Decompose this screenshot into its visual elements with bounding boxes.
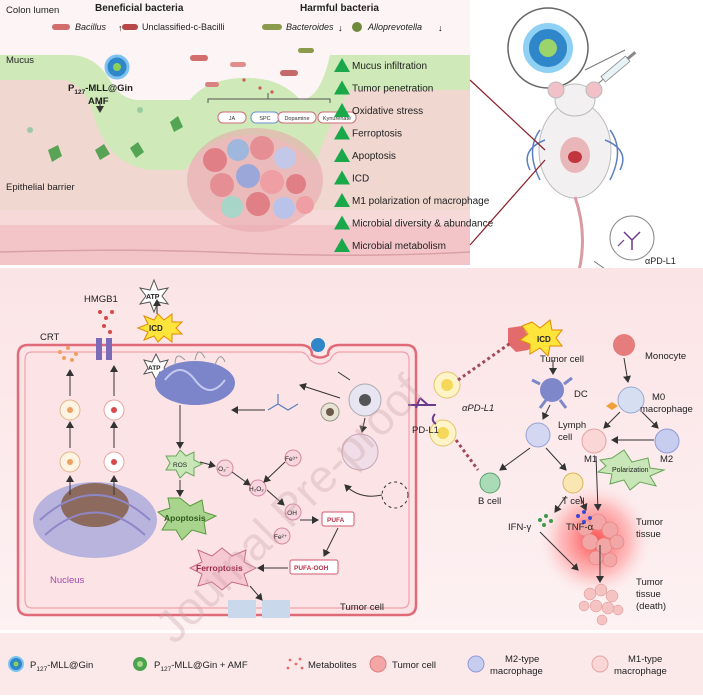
- metabolite-label: SPC: [259, 116, 270, 122]
- metabolite-label: Dopamine: [284, 116, 309, 122]
- syringe-icon: [591, 51, 637, 90]
- nucleus-label: Nucleus: [50, 575, 85, 586]
- atp-inner-label: ATP: [148, 365, 161, 372]
- t-cell-label: T cell: [562, 496, 585, 507]
- legend: [0, 633, 703, 695]
- legend-item-4: Tumor cell: [392, 660, 436, 671]
- m2-label: M2: [660, 454, 673, 465]
- bacteria-icons: ↑ ↓ ↓: [52, 22, 443, 33]
- lumen-bacteria: [190, 48, 314, 94]
- unclassified-label: Unclassified-c-Bacilli: [142, 22, 225, 32]
- ifn-label: IFN-γ: [508, 522, 531, 533]
- monocyte-label: Monocyte: [645, 351, 686, 362]
- ros-label: ROS: [173, 462, 188, 469]
- tnf-label: TNF-α: [566, 522, 594, 533]
- nanoparticle-label: P127-MLL@Gin: [68, 83, 133, 96]
- ferroptosis-label: Ferroptosis: [196, 563, 243, 573]
- mucus-label: Mucus: [6, 55, 34, 66]
- immune-panel: [408, 319, 680, 626]
- colon-lumen-label: Colon lumen: [6, 5, 59, 16]
- icd-immune-label: ICD: [537, 335, 551, 344]
- apdl1-immune-label: αPD-L1: [462, 403, 494, 414]
- effect-item: Mucus infiltration: [352, 61, 427, 72]
- m1-label: M1: [584, 454, 597, 465]
- dc-label: DC: [574, 389, 588, 400]
- amf-label: AMF: [88, 96, 109, 107]
- metabolite-pill: [277, 111, 317, 124]
- pufa-ooh-label: PUFA-OOH: [294, 565, 329, 572]
- svg-text:↓: ↓: [438, 23, 443, 33]
- effect-item: Tumor penetration: [352, 84, 433, 95]
- apoptosis-cell-label: Apoptosis: [164, 513, 206, 523]
- svg-text:↓: ↓: [338, 23, 343, 33]
- fe2-label: Fe²⁺: [274, 534, 288, 541]
- nanoparticle-icon: [104, 54, 130, 80]
- effect-item: Microbial metabolism: [352, 241, 446, 252]
- tumor-cluster: [187, 128, 323, 232]
- superoxide-label: ·O₂⁻: [216, 466, 230, 473]
- apdl1-mouse-label: αPD-L1: [645, 256, 676, 266]
- effect-item: M1 polarization of macrophage: [352, 196, 490, 207]
- legend-item-1: P127-MLL@Gin: [30, 660, 93, 673]
- b-cell-label: B cell: [478, 496, 501, 507]
- legend-item-2: P127-MLL@Gin + AMF: [154, 660, 248, 673]
- bacillus-label: Bacillus: [75, 22, 107, 32]
- effect-item: Ferroptosis: [352, 129, 402, 140]
- metabolite-label: JA: [229, 116, 236, 122]
- effect-item: Apoptosis: [352, 151, 396, 162]
- effect-item: ICD: [352, 174, 369, 185]
- tumor-cell-label: Tumor cell: [340, 602, 384, 613]
- metabolite-label: Kynurenate: [323, 116, 351, 122]
- tumor-cell-immune-label: Tumor cell: [540, 354, 584, 365]
- crt-label: CRT: [40, 332, 60, 343]
- h2o2-label: H₂O₂: [249, 486, 264, 493]
- hmgb1-label: HMGB1: [84, 294, 118, 305]
- metabolite-pills: JA SPC Dopamine Kynurenate: [217, 111, 357, 124]
- effect-item: Oxidative stress: [352, 106, 423, 117]
- effect-item: Microbial diversity & abundance: [352, 219, 494, 230]
- legend-item-3: Metabolites: [308, 660, 357, 671]
- pdl1-label: PD-L1: [412, 425, 439, 436]
- harmful-title: Harmful bacteria: [300, 3, 379, 14]
- beneficial-title: Beneficial bacteria: [95, 3, 184, 14]
- oh-label: ·OH: [285, 510, 297, 517]
- atp-top-label: ATP: [146, 294, 160, 301]
- bacteroides-label: Bacteroides: [286, 22, 334, 32]
- fe3-label: Fe³⁺: [285, 456, 299, 463]
- alloprevotella-label: Alloprevotella: [367, 22, 422, 32]
- metabolite-pill: [217, 111, 247, 124]
- polarization-label: Polarization: [612, 467, 649, 474]
- pufa-label: PUFA: [327, 517, 345, 524]
- svg-text:↑: ↑: [118, 23, 123, 33]
- icd-cell-label: ICD: [149, 324, 163, 333]
- epithelial-label: Epithelial barrier: [6, 182, 75, 193]
